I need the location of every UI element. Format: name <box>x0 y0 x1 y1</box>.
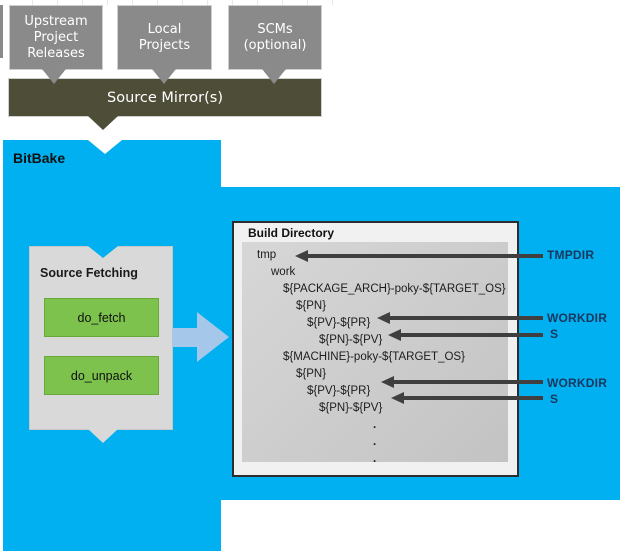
source-fetching-input-notch <box>88 246 118 258</box>
source-mirror-label: Source Mirror(s) <box>107 89 223 106</box>
bitbake-input-notch <box>88 140 122 154</box>
workdir-arrow-2-icon <box>381 376 394 388</box>
tree-entry-pn-2: ${PN} <box>296 368 327 380</box>
source-fetching-title: Source Fetching <box>40 266 138 280</box>
s-arrow-2-line <box>402 396 543 400</box>
do-fetch-label: do_fetch <box>77 310 126 325</box>
build-directory-title: Build Directory <box>248 226 335 240</box>
tree-ellipsis-dot: . <box>373 453 377 462</box>
tree-entry-pv-pr: ${PV}-${PR} <box>307 317 371 329</box>
upstream-releases-label: Upstream Project Releases <box>24 13 88 61</box>
workdir-label: WORKDIR <box>547 311 608 325</box>
tree-entry-tmp: tmp <box>257 249 277 261</box>
do-unpack-task-box: do_unpack <box>44 356 159 395</box>
tree-entry-machine: ${MACHINE}-poky-${TARGET_OS} <box>283 351 465 363</box>
source-mirror-bar: Source Mirror(s) <box>8 78 322 117</box>
tree-entry-package-arch: ${PACKAGE_ARCH}-poky-${TARGET_OS} <box>283 283 506 295</box>
source-fetching-box <box>29 246 173 430</box>
s-arrow-2-icon <box>391 392 404 404</box>
tmpdir-arrow-line <box>306 254 543 258</box>
scms-tail <box>262 69 286 84</box>
s-label: S <box>550 327 559 341</box>
tree-entry-work: work <box>271 266 296 278</box>
tmpdir-label: TMPDIR <box>547 248 595 262</box>
tree-entry-pn: ${PN} <box>296 300 327 312</box>
cropped-edge-box <box>0 5 3 58</box>
tree-entry-pv-pr-2: ${PV}-${PR} <box>307 385 371 397</box>
bitbake-label: BitBake <box>13 150 66 166</box>
do-fetch-task-box: do_fetch <box>44 298 159 337</box>
tree-entry-pn-pv-2: ${PN}-${PV} <box>319 402 383 414</box>
tree-ellipsis-dot: . <box>373 436 377 448</box>
source-mirror-tail <box>88 116 118 130</box>
directory-tree-panel: tmp work ${PACKAGE_ARCH}-poky-${TARGET_O… <box>242 242 508 462</box>
upstream-releases-box: Upstream Project Releases <box>9 5 103 70</box>
tmpdir-arrow-icon <box>295 250 308 262</box>
local-projects-label: Local Projects <box>138 21 191 53</box>
s-arrow-icon <box>388 329 401 341</box>
s-arrow-line <box>399 333 543 337</box>
local-projects-box: Local Projects <box>117 5 212 70</box>
workdir-label-2: WORKDIR <box>547 376 608 390</box>
flow-arrow <box>172 328 198 347</box>
gridline-ticks <box>8 0 335 5</box>
workdir-arrow-line <box>388 316 543 320</box>
scms-label: SCMs (optional) <box>243 21 307 53</box>
s-label-2: S <box>550 392 559 406</box>
directory-tree: tmp work ${PACKAGE_ARCH}-poky-${TARGET_O… <box>242 247 508 462</box>
tree-entry-pn-pv: ${PN}-${PV} <box>319 334 383 346</box>
tree-ellipsis-dot: . <box>373 419 377 431</box>
scms-box: SCMs (optional) <box>228 5 322 70</box>
workdir-arrow-2-line <box>392 380 543 384</box>
workdir-arrow-icon <box>377 312 390 324</box>
upstream-releases-tail <box>42 69 66 84</box>
local-projects-tail <box>152 69 176 84</box>
source-fetching-output-tail <box>88 429 118 443</box>
do-unpack-label: do_unpack <box>70 368 133 383</box>
flow-arrow-head-icon <box>197 312 229 362</box>
